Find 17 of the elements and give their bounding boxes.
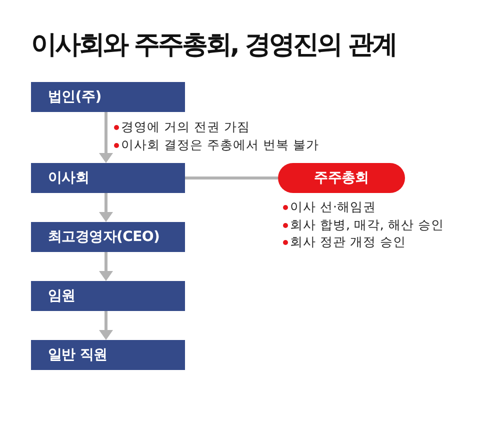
arrow [99, 252, 113, 281]
arrow [99, 311, 113, 340]
bullet-text: 회사 정관 개정 승인 [290, 234, 406, 252]
arrow [99, 193, 113, 222]
rounded-box: 주주총회 [278, 163, 405, 193]
bullet-text: 이사 선·해임권 [290, 199, 376, 216]
bullet-text: 이사회 결정은 주총에서 번복 불가 [121, 136, 319, 154]
org-box: 일반 직원 [31, 340, 185, 370]
org-box: 이사회 [31, 163, 185, 193]
org-box: 법인(주) [31, 82, 185, 112]
arrow [99, 112, 113, 163]
org-box: 임원 [31, 281, 185, 311]
org-box: 최고경영자(CEO) [31, 222, 185, 252]
title: 이사회와 주주총회, 경영진의 관계 [31, 29, 396, 61]
bullet-text: 회사 합병, 매각, 해산 승인 [290, 216, 444, 234]
bullet-text: 경영에 거의 전권 가짐 [121, 119, 250, 136]
connector-line [185, 176, 278, 180]
